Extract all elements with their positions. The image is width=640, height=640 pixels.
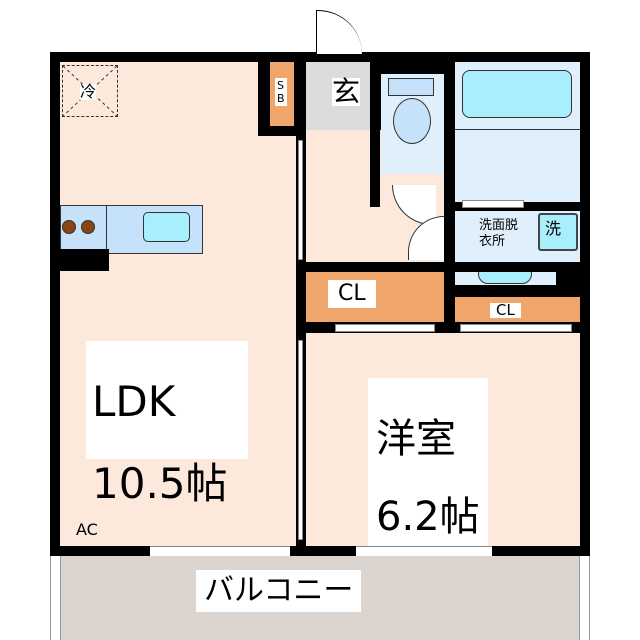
stove (60, 205, 107, 249)
entrance-label: 玄 (332, 75, 361, 108)
burner-icon (81, 220, 95, 234)
closet-doors[interactable] (335, 324, 435, 332)
western-room-name: 洋室 (376, 416, 456, 462)
western-room-size: 6.2帖 (376, 494, 480, 540)
toilet-tank (388, 78, 434, 96)
washer-label: 洗 (545, 219, 562, 238)
kitchen-wall (60, 249, 109, 271)
ldk-label: LDK 10.5帖 (86, 341, 248, 508)
bathtub (462, 70, 572, 118)
bath-door[interactable] (462, 200, 524, 208)
bath-wall (444, 52, 454, 288)
sliding-door[interactable] (298, 140, 303, 260)
closet-1-label: CL (328, 280, 376, 308)
shoebox-label: S B (275, 78, 287, 106)
aircon-label: AC (76, 520, 98, 539)
closet-doors[interactable] (460, 324, 572, 332)
room-ldk (60, 62, 296, 546)
front-door[interactable] (316, 10, 362, 54)
sink (143, 212, 190, 242)
washroom-label: 洗面脱 衣所 (479, 218, 519, 249)
ldk-name: LDK (92, 377, 176, 426)
burner-icon (62, 220, 76, 234)
washer-space (538, 213, 578, 251)
balcony-label: バルコニー (196, 570, 362, 612)
ldk-size: 10.5帖 (92, 459, 228, 508)
toilet-bowl (393, 98, 431, 144)
closet-wall (296, 262, 590, 272)
partition-wall (296, 52, 306, 546)
bathtub-frame (455, 62, 580, 130)
western-room-label: 洋室 6.2帖 (368, 378, 488, 562)
fridge-label: 冷 (80, 82, 97, 101)
toilet-wall (370, 52, 380, 207)
closet-2-label: CL (490, 303, 521, 318)
sliding-door[interactable] (298, 340, 303, 540)
